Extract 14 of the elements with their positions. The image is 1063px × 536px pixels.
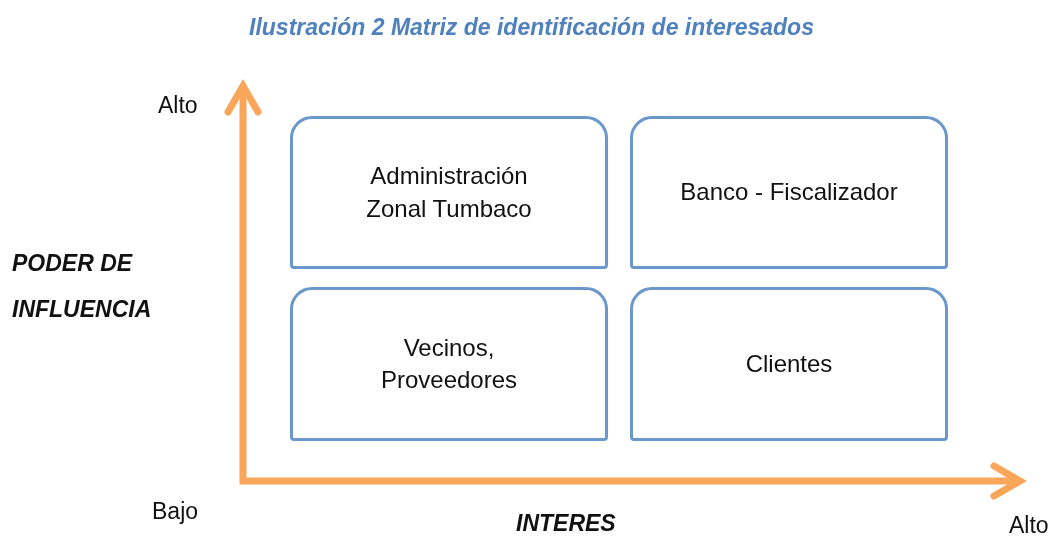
quadrant-box	[630, 116, 948, 269]
quadrant-label: Vecinos, Proveedores	[379, 332, 519, 395]
quadrant-box	[630, 287, 948, 441]
quadrant-label: Clientes	[744, 348, 834, 379]
quadrant-label: Banco - Fiscalizador	[679, 177, 899, 208]
axis-label: Bajo	[152, 498, 199, 525]
quadrant-label: Administración Zonal Tumbaco	[365, 161, 533, 224]
quadrant-box	[290, 116, 608, 269]
figure-title: Ilustración 2 Matriz de identificación de interesados	[248, 14, 815, 41]
axis-label: Alto	[158, 92, 198, 119]
axis-label: Alto	[1009, 512, 1049, 536]
axis-title: INTERES	[516, 510, 616, 536]
quadrant-box	[290, 287, 608, 441]
axis-title: PODER DE INFLUENCIA	[12, 249, 153, 324]
